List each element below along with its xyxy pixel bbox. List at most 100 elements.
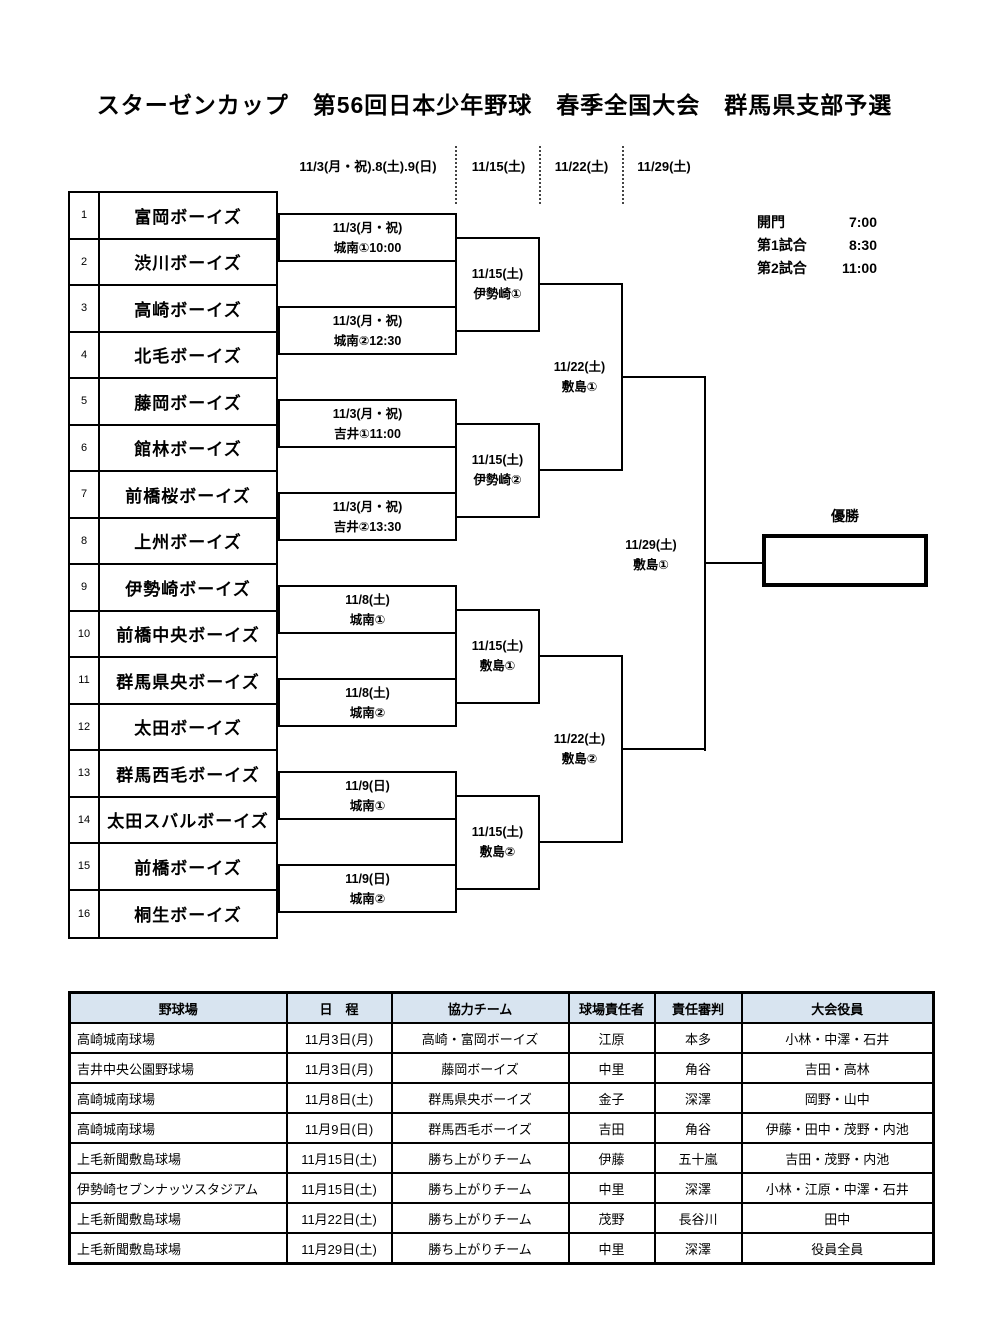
table-cell: 上毛新聞敷島球場 (68, 1202, 288, 1234)
team-seed: 12 (70, 704, 100, 749)
table-cell: 高崎・富岡ボーイズ (390, 1022, 570, 1054)
table-cell: 11月15日(土) (285, 1142, 393, 1174)
team-seed: 16 (70, 890, 100, 937)
table-cell: 吉井中央公園野球場 (68, 1052, 288, 1084)
table-cell: 深澤 (653, 1232, 743, 1265)
table-cell: 長谷川 (653, 1202, 743, 1234)
match-venue: 城南① (349, 612, 386, 627)
match-date: 11/8(土) (345, 592, 390, 607)
match-date: 11/8(土) (345, 685, 390, 700)
table-cell: 茂野 (567, 1202, 656, 1234)
match-venue: 城南①10:00 (333, 240, 402, 255)
match-date: 11/15(土) (471, 639, 524, 653)
table-cell: 吉田・茂野・内池 (740, 1142, 935, 1174)
table-cell: 11月22日(土) (285, 1202, 393, 1234)
table-cell: 11月8日(土) (285, 1082, 393, 1114)
table-cell: 中里 (567, 1232, 656, 1265)
table-cell: 11月9日(日) (285, 1112, 393, 1144)
table-cell: 江原 (567, 1022, 656, 1054)
team-seed: 9 (70, 565, 100, 610)
team-name: 太田ボーイズ (134, 719, 242, 739)
round-date-label: 11/15(土) (471, 159, 526, 174)
table-cell: 勝ち上がりチーム (390, 1172, 570, 1204)
team-row: 14 太田スバルボーイズ (70, 797, 276, 844)
match-venue: 城南① (349, 798, 386, 813)
round1-match-box: 11/3(月・祝)城南①10:00 (278, 213, 457, 262)
team-seed: 11 (70, 658, 100, 703)
semifinal-connector (621, 376, 706, 378)
match-venue: 吉井①11:00 (334, 426, 401, 441)
round1-match-box: 11/3(月・祝) 吉井①11:00 (278, 399, 457, 448)
team-seed: 10 (70, 611, 100, 656)
table-cell: 伊藤・田中・茂野・内池 (740, 1112, 935, 1144)
team-name: 上州ボーイズ (134, 533, 242, 553)
table-cell: 11月29日(土) (285, 1232, 393, 1265)
table-header-cell: 協力チーム (390, 991, 570, 1024)
match-date: 11/15(土) (471, 267, 524, 281)
final-date: 11/29(土) (625, 538, 677, 552)
table-header-cell: 責任審判 (653, 991, 743, 1024)
final-connector-to-champion (704, 562, 764, 564)
table-cell: 小林・江原・中澤・石井 (740, 1172, 935, 1204)
match-date: 11/3(月・祝) (332, 406, 403, 421)
column-divider-dotted (455, 146, 457, 204)
match-venue: 敷島② (561, 752, 598, 766)
table-header-cell: 大会役員 (740, 991, 935, 1024)
match-date: 11/22(土) (553, 360, 606, 374)
table-header-cell: 球場責任者 (567, 991, 656, 1024)
table-cell: 田中 (740, 1202, 935, 1234)
schedule-label: 開門 (757, 214, 785, 230)
table-cell: 11月3日(月) (285, 1022, 393, 1054)
table-cell: 本多 (653, 1022, 743, 1054)
schedule-time: 11:00 (841, 260, 877, 276)
table-cell: 上毛新聞敷島球場 (68, 1232, 288, 1265)
match-date: 11/3(月・祝) (332, 499, 403, 514)
game-time-schedule: 開門 7:00 第1試合 8:30 第2試合 11:00 (757, 211, 877, 280)
team-seed: 1 (70, 193, 100, 238)
table-cell: 伊勢崎セブンナッツスタジアム (68, 1172, 288, 1204)
match-venue: 城南② (349, 891, 386, 906)
team-seed: 15 (70, 844, 100, 889)
team-name: 北毛ボーイズ (134, 347, 242, 367)
table-cell: 深澤 (653, 1082, 743, 1114)
schedule-row: 開門 7:00 (757, 211, 877, 234)
team-name: 群馬西毛ボーイズ (116, 765, 260, 785)
team-name: 藤岡ボーイズ (134, 393, 242, 413)
table-cell: 役員全員 (740, 1232, 935, 1265)
page-title: スターゼンカップ 第56回日本少年野球 春季全国大会 群馬県支部予選 (96, 92, 893, 118)
table-cell: 高崎城南球場 (68, 1112, 288, 1144)
table-header-cell: 野球場 (68, 991, 288, 1024)
team-seed: 3 (70, 286, 100, 331)
team-name: 渋川ボーイズ (134, 254, 242, 274)
round1-match-box: 11/9(日)城南① (278, 771, 457, 820)
champion-box (762, 534, 928, 587)
team-name: 太田スバルボーイズ (107, 812, 269, 832)
final-venue: 敷島① (633, 558, 669, 572)
round-date-label: 11/22(土) (554, 159, 609, 174)
table-cell: 角谷 (653, 1112, 743, 1144)
table-cell: 小林・中澤・石井 (740, 1022, 935, 1054)
table-cell: 吉田・高林 (740, 1052, 935, 1084)
team-seed: 14 (70, 797, 100, 842)
final-match-label: 11/29(土) 敷島① (604, 535, 698, 575)
schedule-time: 7:00 (848, 214, 877, 230)
match-date: 11/15(土) (471, 825, 524, 839)
